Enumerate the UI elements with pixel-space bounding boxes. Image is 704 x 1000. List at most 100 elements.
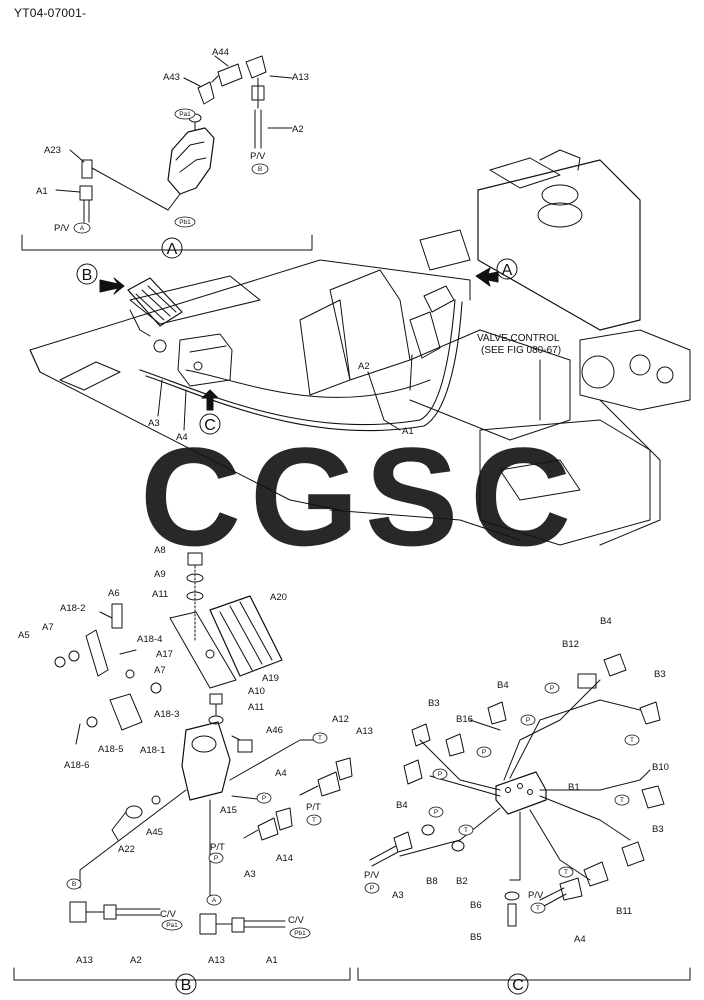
label-b5: B5 (470, 932, 482, 943)
badge-pa1-bottom: Pa1 (166, 922, 178, 929)
label-b8: B8 (426, 876, 438, 887)
detail-b-group (13, 552, 353, 981)
badge-t-c2: T (620, 797, 624, 804)
badge-p-c2: P (526, 717, 530, 724)
label-b1: B1 (568, 782, 580, 793)
label-a11-top: A11 (152, 589, 168, 600)
label-a4-b: A4 (275, 768, 287, 779)
label-pv-a-top: P/V (54, 223, 70, 234)
label-a18-5: A18-5 (98, 744, 123, 755)
label-pv-c2: P/V (528, 890, 544, 901)
label-a20: A20 (270, 592, 287, 603)
watermark-letter-1: C (140, 418, 241, 575)
label-a19: A19 (262, 673, 279, 684)
label-a10: A10 (248, 686, 265, 697)
detail-b-letter: B (181, 977, 192, 994)
label-b12: B12 (562, 639, 579, 650)
label-b3-right: B3 (652, 824, 664, 835)
label-a46: A46 (266, 725, 283, 736)
label-a18-1: A18-1 (140, 745, 165, 756)
detail-c-group (357, 653, 691, 981)
badge-t-c4: T (564, 869, 568, 876)
label-a18-4: A18-4 (137, 634, 162, 645)
label-a18-3: A18-3 (154, 709, 179, 720)
label-b3-top: B3 (654, 669, 666, 680)
badge-a-top: A (80, 225, 85, 232)
label-a18-2: A18-2 (60, 603, 85, 614)
label-b4-left: B4 (396, 800, 408, 811)
label-a7-right: A7 (154, 665, 166, 676)
badge-t-c3: T (464, 827, 468, 834)
label-pt-b1: P/T (306, 802, 321, 813)
label-pv-c1: P/V (364, 870, 380, 881)
document-code: YT04-07001- (14, 6, 87, 20)
label-a5: A5 (18, 630, 30, 641)
label-a3-b: A3 (244, 869, 256, 880)
label-b2: B2 (456, 876, 468, 887)
badge-p-c6: P (370, 885, 374, 892)
label-a17: A17 (156, 649, 173, 660)
badge-t-b2: T (312, 817, 316, 824)
label-a1-b: A1 (266, 955, 278, 966)
badge-pb1-bottom: Pb1 (294, 930, 306, 937)
label-a22: A22 (118, 844, 135, 855)
label-a3-main: A3 (148, 418, 160, 429)
badge-pa1-top: Pa1 (179, 111, 191, 118)
label-b3-left: B3 (428, 698, 440, 709)
label-a6: A6 (108, 588, 120, 599)
label-a13-b: A13 (356, 726, 373, 737)
label-a13-top: A13 (292, 72, 309, 83)
label-pt-b2: P/T (210, 842, 225, 853)
label-a7-left: A7 (42, 622, 54, 633)
badge-p-c4: P (438, 771, 442, 778)
detail-a-letter: A (167, 241, 178, 258)
detail-a-group (21, 55, 313, 251)
badge-t-c5: T (536, 905, 540, 912)
label-a4-c: A4 (574, 934, 586, 945)
label-pv-b-top: P/V (250, 151, 266, 162)
label-a23: A23 (44, 145, 61, 156)
watermark-letter-3: S (365, 418, 458, 575)
badge-t-c1: T (630, 737, 634, 744)
label-a1-top: A1 (36, 186, 48, 197)
label-a18-6: A18-6 (64, 760, 89, 771)
label-a15: A15 (220, 805, 237, 816)
label-b4-mid: B4 (497, 680, 509, 691)
label-a14: A14 (276, 853, 293, 864)
label-a11-mid: A11 (248, 702, 264, 713)
label-b6: B6 (470, 900, 482, 911)
detail-a-arrow-letter: A (502, 262, 513, 279)
badge-t-b1: T (318, 735, 322, 742)
label-a4-main: A4 (176, 432, 188, 443)
note-line-2: (SEE FIG 080-67) (481, 345, 561, 356)
label-cv-2: C/V (288, 915, 305, 926)
note-line-1: VALVE,CONTROL (477, 333, 560, 344)
label-b4-top: B4 (600, 616, 612, 627)
badge-pb1-top: Pb1 (179, 219, 191, 226)
label-a1-main: A1 (402, 426, 414, 437)
badge-p-c1: P (550, 685, 554, 692)
label-a3-c: A3 (392, 890, 404, 901)
machine-main-view (29, 149, 691, 546)
label-a2-main: A2 (358, 361, 370, 372)
label-a2-top: A2 (292, 124, 304, 135)
label-a45: A45 (146, 827, 163, 838)
label-a43: A43 (163, 72, 180, 83)
badge-b-bottom: B (72, 881, 76, 888)
label-a13-bl: A13 (76, 955, 93, 966)
badge-p-c3: P (482, 749, 486, 756)
label-b16: B16 (456, 714, 473, 725)
watermark: C G S C (140, 418, 571, 575)
label-a44: A44 (212, 47, 229, 58)
label-a12: A12 (332, 714, 349, 725)
label-b10: B10 (652, 762, 669, 773)
label-a13-br: A13 (208, 955, 225, 966)
detail-b-arrow-letter: B (82, 267, 93, 284)
label-a2-b: A2 (130, 955, 142, 966)
badge-p-b2: P (214, 855, 218, 862)
label-a8: A8 (154, 545, 166, 556)
label-cv-1: C/V (160, 909, 177, 920)
label-a9: A9 (154, 569, 166, 580)
badge-p-b1: P (262, 795, 266, 802)
